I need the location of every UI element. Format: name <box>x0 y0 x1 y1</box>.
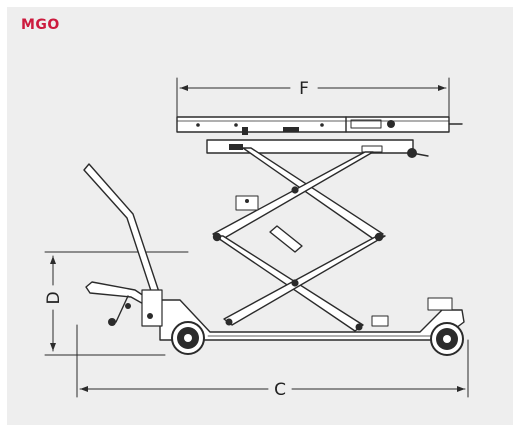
dimension-label-d: D <box>44 291 64 304</box>
dimension-c: C <box>76 324 469 400</box>
base-chassis <box>159 297 465 341</box>
upper-frame <box>206 139 429 158</box>
rear-wheel <box>430 322 464 356</box>
dimension-d: D <box>44 251 189 356</box>
model-title: MGO <box>21 17 60 33</box>
dimension-f: F <box>176 77 450 121</box>
top-platform <box>176 116 463 135</box>
front-wheel <box>171 321 205 355</box>
scissor-arms <box>212 147 389 332</box>
handle-bar <box>83 163 161 298</box>
scissor-pivots <box>212 186 384 331</box>
dimension-label-f: F <box>299 79 309 99</box>
dimension-label-c: C <box>274 380 286 400</box>
foot-pedal-pump <box>85 281 163 327</box>
